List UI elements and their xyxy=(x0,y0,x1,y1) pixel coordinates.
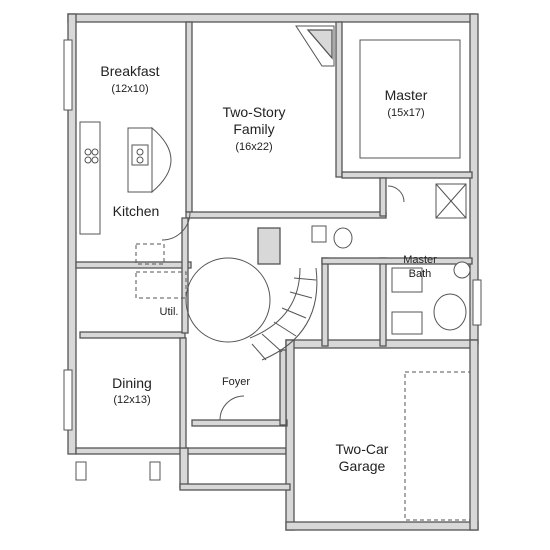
interior-walls xyxy=(75,21,473,449)
master-label: Master xyxy=(385,87,428,103)
dining-label: Dining xyxy=(112,375,152,391)
fireplace-hearth xyxy=(306,29,333,60)
family-size: (16x22) xyxy=(235,141,272,153)
pantry-outline xyxy=(135,243,165,265)
windows xyxy=(63,39,482,481)
bath-fixtures xyxy=(311,183,471,335)
family-label-line2: Family xyxy=(233,121,274,137)
stairs xyxy=(185,227,318,361)
master-bath-label-line1: Master xyxy=(403,254,437,266)
exterior-walls xyxy=(67,13,479,531)
utility-outline xyxy=(135,271,187,299)
kitchen-label: Kitchen xyxy=(113,203,160,219)
door-swings xyxy=(161,185,405,421)
garage-label-line1: Two-Car xyxy=(336,441,389,457)
garage-label-line2: Garage xyxy=(339,458,386,474)
dining-size: (12x13) xyxy=(113,394,150,406)
breakfast-size: (12x10) xyxy=(111,83,148,95)
utility-label: Util. xyxy=(160,306,179,318)
master-bed-area xyxy=(359,39,461,159)
family-label-line1: Two-Story xyxy=(222,104,285,120)
foyer-label: Foyer xyxy=(222,376,250,388)
master-bath-label-line2: Bath xyxy=(409,268,432,280)
garage-door-outline xyxy=(404,371,471,521)
kitchen-fixtures xyxy=(79,121,172,235)
breakfast-label: Breakfast xyxy=(100,63,159,79)
master-size: (15x17) xyxy=(387,107,424,119)
